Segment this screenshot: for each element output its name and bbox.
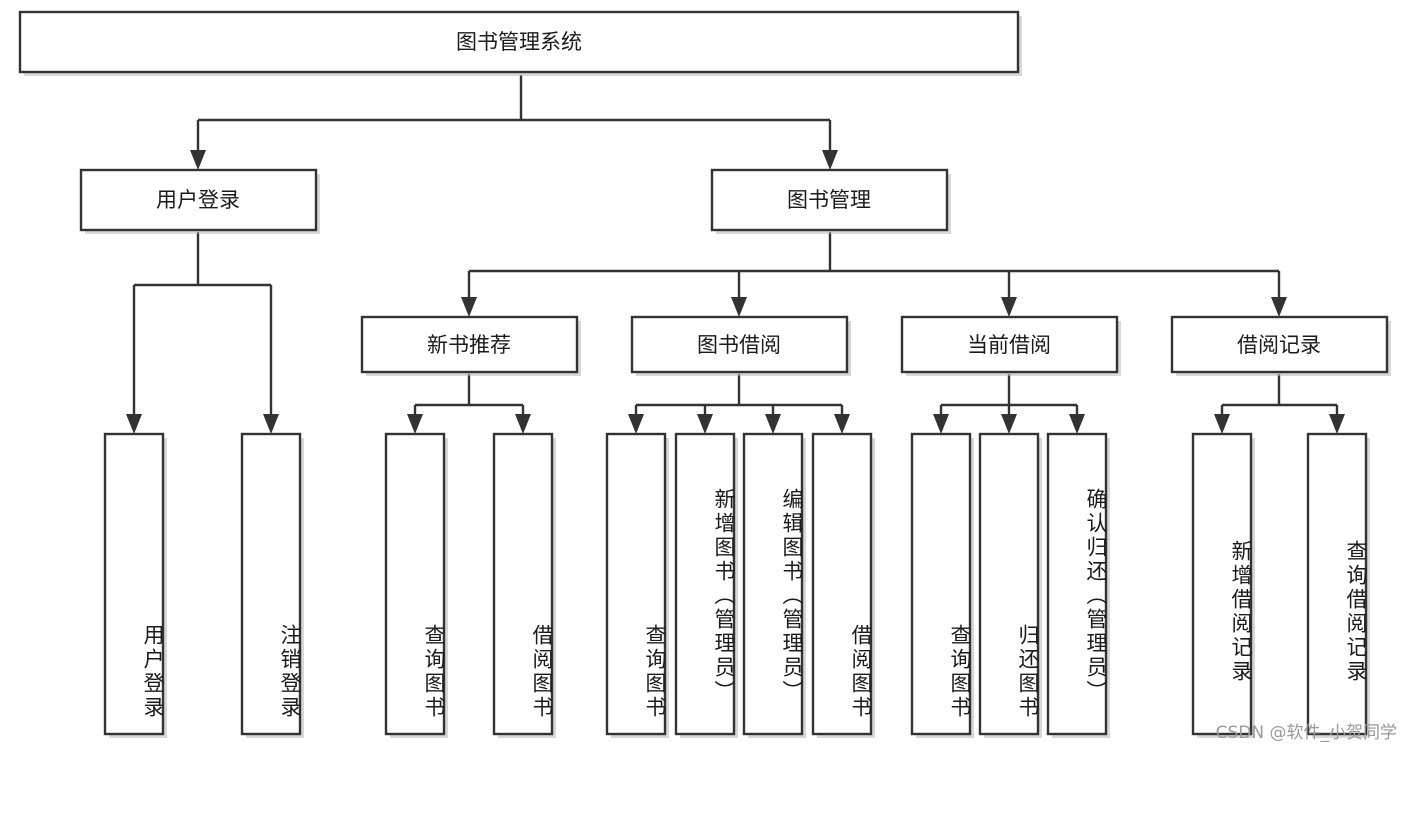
node-user-login[interactable]: 用户登录 bbox=[79, 168, 320, 234]
leaf-borrow-book-1[interactable] bbox=[492, 432, 556, 738]
node-borrow-record[interactable]: 借阅记录 bbox=[1170, 315, 1391, 376]
diagram-canvas: 图书管理系统 用户登录 图书管理 新书推荐 图书借阅 当前借阅 bbox=[18, 10, 1397, 743]
leaf-query-book-3-rect[interactable] bbox=[910, 432, 972, 736]
arrow-nbr-leaf-1 bbox=[407, 414, 423, 434]
arrow-bb-leaf-2 bbox=[697, 414, 713, 434]
leaf-logout[interactable] bbox=[240, 432, 304, 738]
node-nbr-label: 新书推荐 bbox=[427, 333, 511, 357]
arrow-bm-to-current-borrow bbox=[1001, 297, 1017, 317]
node-book-borrow[interactable]: 图书借阅 bbox=[630, 315, 851, 376]
arrow-cb-leaf-3 bbox=[1069, 414, 1085, 434]
node-new-book-recommend[interactable]: 新书推荐 bbox=[360, 315, 581, 376]
connector-group-current-borrow bbox=[933, 374, 1085, 434]
arrow-bb-leaf-1 bbox=[628, 414, 644, 434]
node-cb-rect[interactable] bbox=[900, 315, 1119, 374]
node-bb-rect[interactable] bbox=[630, 315, 849, 374]
node-cb-label: 当前借阅 bbox=[967, 333, 1051, 357]
leaf-borrow-book-2[interactable] bbox=[811, 432, 875, 738]
arrow-user-login-leaf-2 bbox=[263, 414, 279, 434]
arrow-bb-leaf-3 bbox=[765, 414, 781, 434]
leaf-query-book-2-rect[interactable] bbox=[605, 432, 667, 736]
node-bb-label: 图书借阅 bbox=[697, 333, 781, 357]
node-book-management-rect[interactable] bbox=[710, 168, 949, 232]
connector-group-new-book-recommend bbox=[407, 374, 531, 434]
leaf-return-book-rect[interactable] bbox=[978, 432, 1040, 736]
leaf-query-book-2[interactable] bbox=[605, 432, 669, 738]
leaf-borrow-book-2-rect[interactable] bbox=[811, 432, 873, 736]
arrow-br-leaf-2 bbox=[1329, 414, 1345, 434]
connector-group-root bbox=[190, 75, 838, 170]
node-root-label: 图书管理系统 bbox=[456, 30, 582, 54]
leaf-add-record-rect[interactable] bbox=[1191, 432, 1253, 736]
node-current-borrow[interactable]: 当前借阅 bbox=[900, 315, 1121, 376]
node-book-management-label: 图书管理 bbox=[787, 188, 871, 212]
leaf-query-record[interactable] bbox=[1306, 432, 1370, 738]
leaf-user-login[interactable] bbox=[103, 432, 167, 738]
arrow-root-to-book-management bbox=[822, 150, 838, 170]
arrow-user-login-leaf-1 bbox=[126, 414, 142, 434]
arrow-bb-leaf-4 bbox=[834, 414, 850, 434]
node-user-login-rect[interactable] bbox=[79, 168, 318, 232]
leaf-user-login-rect[interactable] bbox=[103, 432, 165, 736]
node-root-rect[interactable] bbox=[18, 10, 1020, 74]
leaf-query-book-1[interactable] bbox=[384, 432, 448, 738]
leaf-borrow-book-1-rect[interactable] bbox=[492, 432, 554, 736]
leaf-query-book-1-rect[interactable] bbox=[384, 432, 446, 736]
leaf-edit-book-rect[interactable] bbox=[742, 432, 804, 736]
node-root[interactable]: 图书管理系统 bbox=[18, 10, 1022, 76]
leaf-add-book-rect[interactable] bbox=[674, 432, 736, 736]
leaf-query-record-rect[interactable] bbox=[1306, 432, 1368, 736]
leaf-confirm-return-rect[interactable] bbox=[1046, 432, 1108, 736]
leaf-confirm-return[interactable] bbox=[1046, 432, 1110, 738]
node-br-rect[interactable] bbox=[1170, 315, 1389, 374]
arrow-cb-leaf-2 bbox=[1001, 414, 1017, 434]
arrow-bm-to-borrow-record bbox=[1271, 297, 1287, 317]
connector-group-book-borrow bbox=[628, 374, 850, 434]
connector-group-book-management bbox=[461, 232, 1287, 317]
node-br-label: 借阅记录 bbox=[1237, 333, 1321, 357]
arrow-bm-to-book-borrow bbox=[731, 297, 747, 317]
connector-group-borrow-record bbox=[1214, 374, 1345, 434]
leaf-add-book[interactable] bbox=[674, 432, 738, 738]
leaf-edit-book[interactable] bbox=[742, 432, 806, 738]
node-user-login-label: 用户登录 bbox=[156, 188, 240, 212]
arrow-cb-leaf-1 bbox=[933, 414, 949, 434]
leaf-logout-rect[interactable] bbox=[240, 432, 302, 736]
leaf-query-book-3[interactable] bbox=[910, 432, 974, 738]
connector-group-user-login bbox=[126, 232, 279, 434]
arrow-root-to-user-login bbox=[190, 150, 206, 170]
arrow-br-leaf-1 bbox=[1214, 414, 1230, 434]
arrow-nbr-leaf-2 bbox=[515, 414, 531, 434]
leaf-return-book[interactable] bbox=[978, 432, 1042, 738]
node-book-management[interactable]: 图书管理 bbox=[710, 168, 951, 234]
csdn-watermark: CSDN @软件_小贺同学 bbox=[1215, 723, 1397, 743]
arrow-bm-to-new-book-recommend bbox=[461, 297, 477, 317]
node-nbr-rect[interactable] bbox=[360, 315, 579, 374]
flowchart-svg: 图书管理系统 用户登录 图书管理 新书推荐 图书借阅 当前借阅 bbox=[18, 10, 1391, 738]
leaf-add-record[interactable] bbox=[1191, 432, 1255, 738]
